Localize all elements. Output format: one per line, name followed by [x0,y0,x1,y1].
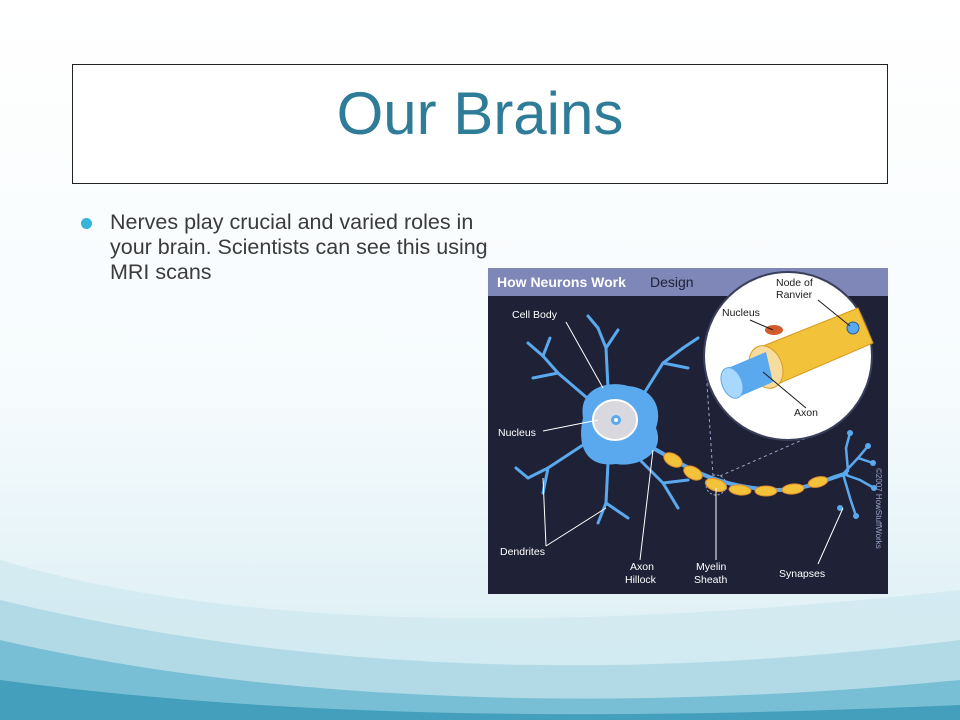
inset-node-label-2: Ranvier [776,289,813,301]
axon-hillock-label-1: Axon [630,561,654,573]
myelin-sheath-shape [663,452,829,497]
inset-axon-label: Axon [794,407,818,419]
copyright-text: ©2007 HowStuffWorks [874,468,883,549]
neuron-diagram-svg: How Neurons Work Design [488,268,888,594]
axon-hillock-label-2: Hillock [625,574,657,586]
bullet-list: Nerves play crucial and varied roles in … [78,210,498,285]
synapses-label: Synapses [779,568,825,580]
synapse-terminals [837,430,877,519]
title-box: Our Brains [72,64,888,184]
diagram-header-bold: How Neurons Work [497,274,626,290]
nucleus-label: Nucleus [498,427,536,439]
cell-body-label: Cell Body [512,309,558,321]
dendrites-shape [514,314,700,525]
bullet-item: Nerves play crucial and varied roles in … [78,210,498,285]
inset-nucleus-label: Nucleus [722,307,760,319]
slide-title: Our Brains [336,80,624,147]
neuron-diagram: How Neurons Work Design [488,268,888,594]
dendrites-label: Dendrites [500,546,545,558]
myelin-sheath-label-1: Myelin [696,561,727,573]
bullet-dot-icon [81,218,92,229]
leader-lines [542,321,844,565]
bullet-text: Nerves play crucial and varied roles in … [110,210,488,284]
inset-myelin-shape [720,307,874,399]
myelin-sheath-label-2: Sheath [694,574,727,586]
diagram-header-light: Design [650,274,694,290]
inset-node-label-1: Node of [776,277,813,289]
